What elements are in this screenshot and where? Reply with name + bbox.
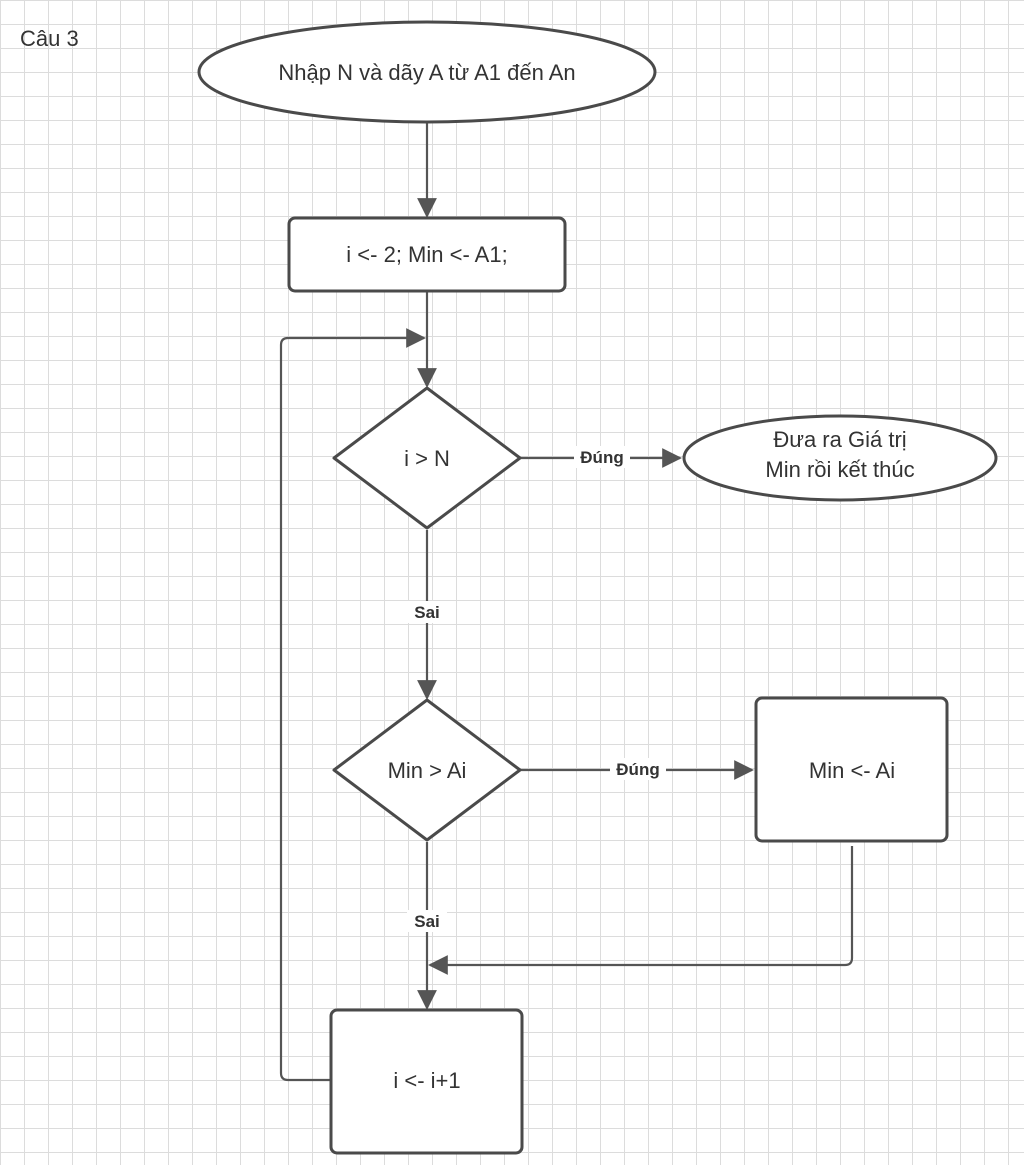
condition-i-greater-n-label: i > N	[404, 446, 450, 471]
init-node: i <- 2; Min <- A1;	[287, 216, 567, 293]
edge-loop-back	[279, 328, 426, 1082]
start-node: Nhập N và dãy A từ A1 đến An	[197, 20, 657, 124]
start-node-label: Nhập N và dãy A từ A1 đến An	[278, 60, 575, 85]
cond2-false-label: Sai	[414, 912, 440, 931]
cond1-true-label: Đúng	[580, 448, 623, 467]
assign-node: Min <- Ai	[754, 696, 949, 843]
condition-i-greater-n: i > N	[332, 386, 522, 530]
init-node-label: i <- 2; Min <- A1;	[346, 242, 507, 267]
output-node-line1: Đưa ra Giá trị	[773, 427, 906, 452]
cond2-true-label: Đúng	[616, 760, 659, 779]
condition-min-greater-ai: Min > Ai	[332, 698, 522, 842]
edge-assign-to-merge	[428, 846, 854, 975]
assign-node-label: Min <- Ai	[809, 758, 895, 783]
output-node: Đưa ra Giá trị Min rồi kết thúc	[682, 414, 998, 502]
increment-node: i <- i+1	[329, 1008, 524, 1155]
output-node-line2: Min rồi kết thúc	[765, 457, 914, 482]
cond1-false-label: Sai	[414, 603, 440, 622]
condition-min-greater-ai-label: Min > Ai	[388, 758, 467, 783]
question-caption: Câu 3	[20, 26, 79, 51]
increment-node-label: i <- i+1	[393, 1068, 460, 1093]
